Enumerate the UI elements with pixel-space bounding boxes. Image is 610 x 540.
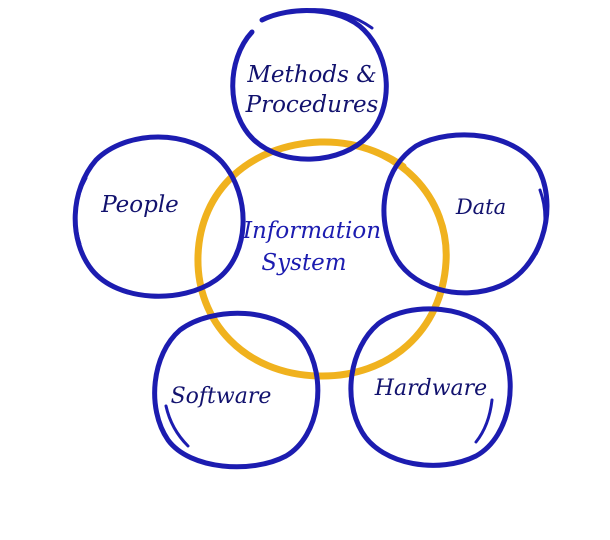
methods-ring-stroke — [230, 8, 389, 162]
data-ring-tail — [534, 188, 547, 256]
methods-label-line2: Procedures — [245, 92, 379, 118]
methods-ring — [230, 8, 389, 162]
software-label: Software — [171, 384, 272, 409]
people-ring-tail — [74, 176, 88, 246]
data-label: Data — [455, 195, 506, 219]
software-ring — [152, 310, 321, 470]
hardware-ring-stroke — [348, 306, 513, 468]
hardware-label: Hardware — [374, 376, 487, 401]
data-ring — [381, 132, 550, 296]
people-label: People — [100, 192, 179, 218]
methods-ring-tail — [304, 8, 374, 30]
hardware-ring-tail — [474, 398, 494, 444]
people-ring — [72, 134, 246, 299]
center-label-line1: Information — [242, 218, 381, 244]
center-label-line2: System — [261, 250, 346, 276]
software-ring-tail — [164, 404, 190, 448]
data-ring-stroke — [381, 132, 550, 296]
software-ring-stroke — [152, 310, 321, 470]
hardware-ring — [348, 306, 513, 468]
methods-label-line1: Methods & — [246, 62, 376, 88]
